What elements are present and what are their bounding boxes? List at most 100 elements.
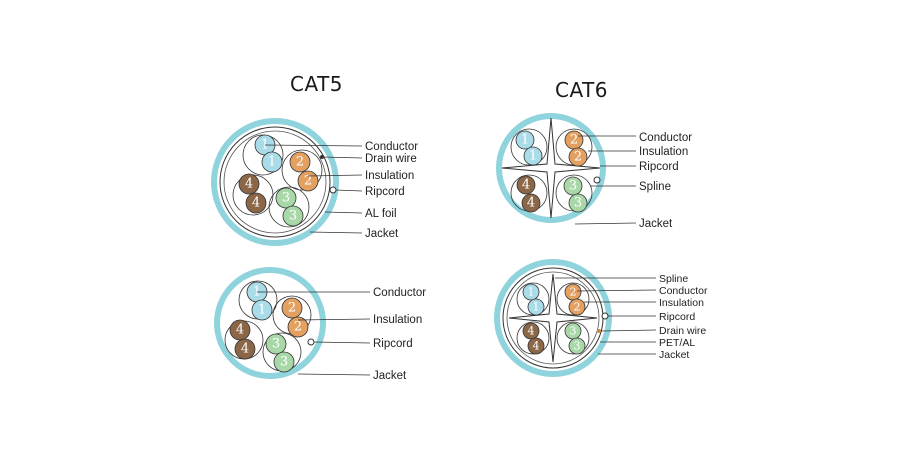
pair-number: 4 — [252, 196, 260, 211]
callout-jacket: Jacket — [373, 370, 407, 382]
pair-number: 1 — [528, 286, 535, 299]
conductor-orange — [289, 151, 311, 173]
callout-drain-wire: Drain wire — [365, 153, 417, 165]
conductor-green — [563, 176, 583, 196]
conductor-green — [273, 351, 295, 373]
pair-number: 3 — [574, 196, 582, 211]
pair-number: 3 — [289, 209, 297, 224]
cat6-unshielded-cross-section: 1 1 2 2 4 4 3 3 Conductor Insulation Rip… — [496, 113, 692, 230]
leader-line — [313, 341, 371, 344]
conductor-brown — [245, 192, 267, 214]
conductor-brown — [527, 337, 545, 355]
callout-ripcord: Ripcord — [659, 311, 695, 323]
leader-line — [574, 222, 637, 225]
conductor-brown — [522, 322, 540, 340]
callout-drain-wire: Drain wire — [659, 325, 706, 337]
pair-number: 2 — [294, 320, 302, 335]
conductor-blue — [515, 130, 535, 150]
pair-number: 2 — [570, 133, 578, 148]
pair-number: 4 — [533, 340, 540, 353]
callout-conductor: Conductor — [639, 132, 692, 144]
drain-wire — [597, 329, 601, 333]
pair-number: 1 — [533, 301, 540, 314]
ripcord — [307, 338, 315, 346]
callout-pet-al: PET/AL — [659, 337, 695, 349]
callout-ripcord: Ripcord — [365, 186, 405, 198]
pair-number: 2 — [304, 174, 312, 189]
leader-line — [309, 231, 363, 234]
conductor-brown — [521, 193, 541, 213]
conductor-blue — [523, 146, 543, 166]
heading-cat5: CAT5 — [290, 72, 344, 96]
leader-line — [321, 156, 363, 159]
pair-group-outline — [516, 282, 550, 316]
pair-number: 4 — [528, 325, 535, 338]
conductor-orange — [281, 297, 303, 319]
callout-ripcord: Ripcord — [639, 161, 679, 173]
conductor-orange — [568, 147, 588, 167]
pair-group-outline — [510, 128, 548, 166]
foil-inner-ring — [223, 130, 327, 234]
jacket-ring — [211, 118, 339, 246]
pair-group-outline — [556, 282, 590, 316]
leader-line — [576, 289, 657, 292]
pair-number: 2 — [574, 150, 582, 165]
conductor-blue — [251, 299, 273, 321]
cat5-unshielded-cross-section: 1 1 2 2 4 4 3 3 Conductor Insulation Rip… — [214, 267, 426, 382]
heading-cat6: CAT6 — [555, 78, 609, 102]
pair-number: 1 — [529, 149, 537, 164]
pair-number: 3 — [280, 355, 288, 370]
pair-number: 1 — [258, 303, 266, 318]
pair-group-outline — [281, 149, 323, 191]
leader-line — [297, 318, 371, 321]
conductor-green — [265, 333, 287, 355]
pair-group-outline — [268, 186, 310, 228]
callout-conductor: Conductor — [365, 141, 418, 153]
ripcord — [593, 176, 601, 184]
leader-line — [600, 329, 657, 332]
pair-number: 3 — [282, 191, 290, 206]
conductor-orange — [568, 298, 586, 316]
pair-number: 3 — [569, 179, 577, 194]
pair-number: 3 — [272, 337, 280, 352]
conductor-brown — [234, 338, 256, 360]
leader-line — [297, 373, 371, 376]
pair-number: 3 — [574, 340, 581, 353]
callout-al-foil: AL foil — [365, 208, 397, 220]
callout-jacket: Jacket — [659, 349, 689, 361]
leader-line — [324, 211, 363, 214]
pair-number: 2 — [288, 301, 296, 316]
callout-jacket: Jacket — [639, 218, 673, 230]
pair-number: 2 — [296, 155, 304, 170]
pair-group-outline — [556, 321, 590, 355]
pair-number: 4 — [241, 342, 249, 357]
callout-insulation: Insulation — [373, 314, 422, 326]
ripcord — [329, 186, 337, 194]
leader-line — [264, 144, 363, 147]
leader-line — [307, 174, 363, 177]
conductor-green — [275, 187, 297, 209]
callout-insulation: Insulation — [365, 170, 414, 182]
pair-group-outline — [516, 321, 550, 355]
pair-number: 4 — [527, 196, 535, 211]
conductor-brown — [238, 173, 260, 195]
pair-number: 1 — [521, 133, 529, 148]
ripcord — [601, 312, 609, 320]
callout-spline: Spline — [639, 181, 671, 193]
conductor-blue — [527, 298, 545, 316]
callout-insulation: Insulation — [639, 146, 688, 158]
leader-line — [335, 189, 363, 192]
conductor-green — [568, 193, 588, 213]
pair-number: 4 — [245, 177, 253, 192]
jacket-ring — [494, 259, 612, 377]
callout-spline: Spline — [659, 273, 688, 285]
conductor-blue — [522, 283, 540, 301]
pair-number: 2 — [570, 286, 577, 299]
pair-number: 1 — [268, 155, 276, 170]
pet-al-inner-ring — [506, 271, 600, 365]
conductor-green — [282, 205, 304, 227]
callout-conductor: Conductor — [373, 287, 426, 299]
callout-jacket: Jacket — [365, 228, 399, 240]
pair-number: 4 — [522, 178, 530, 193]
